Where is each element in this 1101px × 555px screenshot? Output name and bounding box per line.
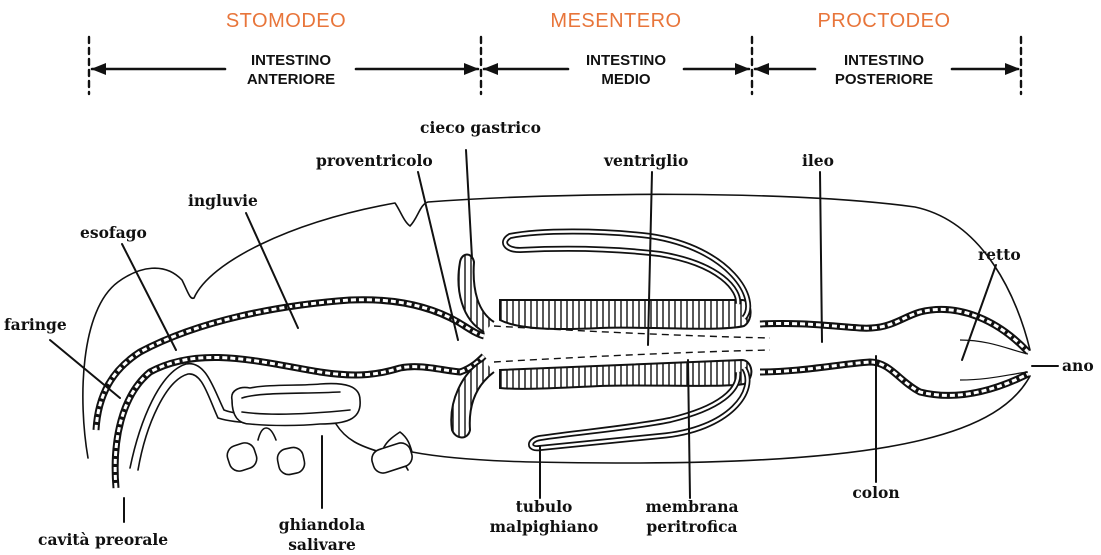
- label-membrana-line2: peritrofica: [646, 517, 737, 536]
- label-tubulo-line2: malpighiano: [490, 517, 599, 536]
- label-proventricolo: proventricolo: [316, 151, 433, 170]
- arrow-head-left: [754, 63, 769, 75]
- leader-esofago: [122, 244, 176, 350]
- gastric-caecum-dorsal: [458, 255, 494, 333]
- label-ileo: ileo: [802, 151, 834, 170]
- region-mesentero: MESENTERO: [550, 10, 681, 32]
- salivary-lobe: [276, 446, 307, 477]
- label-ingluvie: ingluvie: [188, 191, 258, 210]
- label-ano: ano: [1062, 356, 1094, 375]
- label-cavita-preorale: cavità preorale: [38, 530, 168, 549]
- salivary-lobe: [225, 440, 260, 473]
- region-header: STOMODEO MESENTERO PROCTODEO INTE: [89, 10, 1021, 94]
- arrow-head-right: [735, 63, 750, 75]
- division-posterior-line1: INTESTINO: [844, 52, 924, 69]
- label-faringe: faringe: [4, 315, 67, 334]
- division-anterior-line1: INTESTINO: [251, 52, 331, 69]
- label-cieco-gastrico: cieco gastrico: [420, 118, 541, 137]
- leader-cieco-gastrico: [466, 150, 472, 258]
- label-ghiandola-line2: salivare: [288, 535, 356, 554]
- division-medio-line2: MEDIO: [601, 71, 651, 88]
- division-medio-line1: INTESTINO: [586, 52, 666, 69]
- arrow-head-right: [464, 63, 479, 75]
- midgut: [494, 232, 770, 449]
- division-anterior-line2: ANTERIORE: [247, 71, 335, 88]
- region-proctodeo: PROCTODEO: [817, 10, 950, 32]
- label-esofago: esofago: [80, 223, 147, 242]
- label-retto: retto: [978, 245, 1021, 264]
- body-ventral-outline: [384, 376, 1030, 463]
- label-ghiandola-line1: ghiandola: [279, 515, 365, 534]
- label-colon: colon: [852, 483, 899, 502]
- label-ventriglio: ventriglio: [603, 151, 688, 170]
- midgut-ventral-tube: [500, 360, 751, 389]
- hindgut-dorsal-wall: [760, 309, 1028, 352]
- midgut-dorsal-tube: [500, 300, 751, 329]
- label-tubulo-line1: tubulo: [516, 497, 573, 516]
- salivary-reservoir: [232, 384, 360, 426]
- arrow-head-left: [483, 63, 498, 75]
- leader-ileo: [820, 172, 822, 342]
- arrow-head-right: [1005, 63, 1020, 75]
- arrow-head-left: [91, 63, 106, 75]
- salivary-gland: [130, 364, 415, 477]
- hindgut-dorsal-wall-inner: [760, 309, 1028, 352]
- region-stomodeo: STOMODEO: [226, 10, 346, 32]
- division-posterior-line2: POSTERIORE: [835, 71, 933, 88]
- hindgut: [760, 309, 1028, 395]
- leader-faringe: [50, 340, 120, 398]
- gastric-caeca: [451, 255, 494, 438]
- label-membrana-line1: membrana: [645, 497, 738, 516]
